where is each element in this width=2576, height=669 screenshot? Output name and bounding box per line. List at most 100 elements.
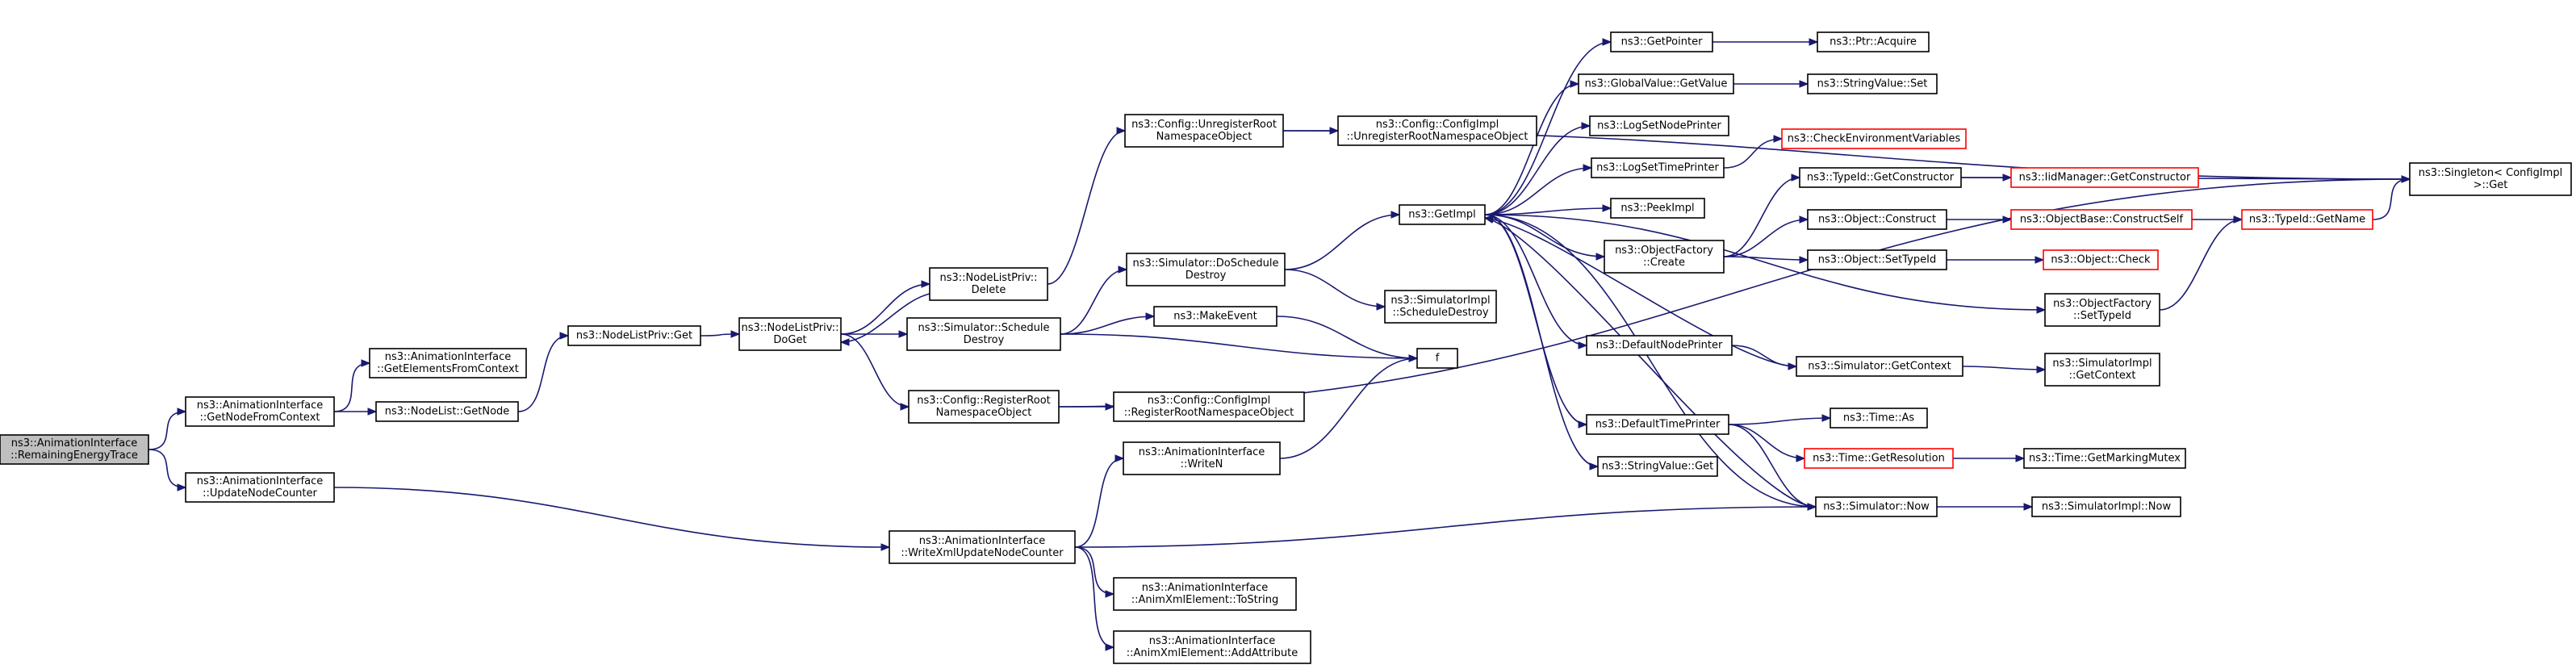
node-string-value-get[interactable]: ns3::StringValue::Get [1597,456,1718,477]
arrowhead-object-factory-create-to-object-set-type-id [1799,256,1809,264]
node-label: ns3::LogSetNodePrinter [1597,120,1721,132]
call-edges [148,38,2411,651]
node-check-env-vars[interactable]: ns3::CheckEnvironmentVariables [1781,128,1967,149]
node-label: ns3::SimulatorImpl [1390,295,1490,307]
node-config-impl-register[interactable]: ns3::Config::ConfigImpl::RegisterRootNam… [1113,391,1305,422]
node-time-get-resolution[interactable]: ns3::Time::GetResolution [1804,448,1954,469]
node-singleton-get[interactable]: ns3::Singleton< ConfigImpl >::Get [2409,162,2572,196]
edge-write-xml-update-node-counter-to-anim-xml-add-attribute [1074,546,1114,648]
node-default-time-printer[interactable]: ns3::DefaultTimePrinter [1586,414,1729,435]
node-box [1123,441,1281,475]
arrowhead-root-to-update-node-counter [177,483,187,491]
node-get-elements-from-context[interactable]: ns3::AnimationInterface::GetElementsFrom… [369,348,527,378]
edge-node-list-priv-do-get-to-node-list-priv-delete [840,283,930,335]
node-label: ns3::GetPointer [1621,36,1703,48]
node-anim-xml-to-string[interactable]: ns3::AnimationInterface::AnimXmlElement:… [1113,577,1297,611]
node-peek-impl[interactable]: ns3::PeekImpl [1610,198,1705,219]
arrowhead-node-list-get-node-to-node-list-priv-get [559,332,570,340]
edge-sim-schedule-destroy-to-f [1060,333,1418,359]
node-box [2010,209,2193,230]
node-label: ns3::DefaultNodePrinter [1596,340,1723,352]
node-label: ::ScheduleDestroy [1392,307,1488,319]
node-write-xml-update-node-counter[interactable]: ns3::AnimationInterface::WriteXmlUpdateN… [889,530,1076,564]
node-label: ns3::NodeListPriv::Get [576,330,692,342]
node-object-factory-create[interactable]: ns3::ObjectFactory::Create [1604,240,1725,274]
node-box [1589,115,1729,136]
node-config-unregister-root[interactable]: ns3::Config::UnregisterRootNamespaceObje… [1124,114,1284,148]
node-simulator-get-context[interactable]: ns3::Simulator::GetContext [1796,356,1963,377]
arrowhead-sim-do-schedule-destroy-to-sim-impl-schedule-destroy [1376,303,1386,311]
node-time-as[interactable]: ns3::Time::As [1830,408,1928,429]
arrowhead-sim-schedule-destroy-to-make-event [1145,312,1156,320]
node-default-node-printer[interactable]: ns3::DefaultNodePrinter [1586,335,1733,356]
node-box [1799,167,1962,188]
node-label: Destroy [1186,270,1227,282]
arrowhead-get-impl-to-object-factory-set-type-id [2036,306,2047,314]
node-config-register-root[interactable]: ns3::Config::RegisterRootNamespaceObject [908,390,1060,424]
node-label: ns3::ObjectFactory [1615,245,1713,257]
node-get-node-from-context[interactable]: ns3::AnimationInterface::GetNodeFromCont… [185,396,335,427]
node-object-base-construct-self[interactable]: ns3::ObjectBase::ConstructSelf [2010,209,2193,230]
node-label: NamespaceObject [1156,131,1252,143]
node-iid-manager-get-constructor[interactable]: ns3::IidManager::GetConstructor [2010,167,2199,188]
arrowhead-write-xml-update-node-counter-to-anim-xml-to-string [1105,590,1115,598]
node-write-n[interactable]: ns3::AnimationInterface::WriteN [1123,441,1281,475]
node-type-id-get-name[interactable]: ns3::TypeId::GetName [2241,209,2373,230]
node-box [2044,293,2160,327]
node-object-construct[interactable]: ns3::Object::Construct [1807,209,1947,230]
edge-node-list-priv-delete-to-node-list-priv-do-get [840,293,930,343]
arrowhead-write-xml-update-node-counter-to-anim-xml-add-attribute [1105,643,1115,651]
node-time-get-marking-mutex[interactable]: ns3::Time::GetMarkingMutex [2023,448,2186,469]
node-sim-impl-now[interactable]: ns3::SimulatorImpl::Now [2031,496,2181,517]
node-box [369,348,527,378]
node-simulator-now[interactable]: ns3::Simulator::Now [1815,496,1938,517]
node-label: ::AnimXmlElement::ToString [1131,594,1278,606]
edge-get-impl-to-object-factory-set-type-id [1484,214,2046,311]
node-log-set-time-printer[interactable]: ns3::LogSetTimePrinter [1591,157,1725,178]
node-sim-schedule-destroy[interactable]: ns3::Simulator::ScheduleDestroy [906,317,1061,351]
edge-simulator-get-context-to-sim-impl-get-context [1962,366,2046,370]
node-object-check[interactable]: ns3::Object::Check [2043,249,2159,270]
node-config-impl-unregister[interactable]: ns3::Config::ConfigImpl::UnregisterRootN… [1337,115,1537,146]
arrowhead-simulator-now-to-get-impl [1483,215,1495,224]
edge-object-factory-create-to-type-id-get-constructor [1723,177,1800,257]
node-sim-impl-get-context[interactable]: ns3::SimulatorImpl::GetContext [2044,353,2160,387]
node-node-list-priv-do-get[interactable]: ns3::NodeListPriv::DoGet [738,317,842,351]
node-make-event[interactable]: ns3::MakeEvent [1153,306,1278,327]
node-string-value-set[interactable]: ns3::StringValue::Set [1807,73,1938,94]
node-box [1807,209,1947,230]
node-node-list-priv-delete[interactable]: ns3::NodeListPriv::Delete [929,267,1048,301]
node-global-value-get-value[interactable]: ns3::GlobalValue::GetValue [1578,73,1734,94]
node-label: ns3::NodeList::GetNode [385,406,510,418]
node-node-list-priv-get[interactable]: ns3::NodeListPriv::Get [567,325,701,346]
arrowhead-get-impl-to-log-set-node-printer [1581,122,1591,130]
node-ptr-acquire[interactable]: ns3::Ptr::Acquire [1817,31,1930,52]
node-root[interactable]: ns3::AnimationInterface::RemainingEnergy… [0,434,149,465]
node-box [375,401,519,422]
node-node-list-get-node[interactable]: ns3::NodeList::GetNode [375,401,519,422]
node-anim-xml-add-attribute[interactable]: ns3::AnimationInterface::AnimXmlElement:… [1113,630,1311,664]
node-box [1610,198,1705,219]
node-object-factory-set-type-id[interactable]: ns3::ObjectFactory::SetTypeId [2044,293,2160,327]
node-type-id-get-constructor[interactable]: ns3::TypeId::GetConstructor [1799,167,1962,188]
node-object-set-type-id[interactable]: ns3::Object::SetTypeId [1807,249,1947,270]
node-f[interactable]: f [1416,348,1458,369]
edge-get-impl-to-log-set-node-printer [1484,125,1591,215]
node-get-pointer[interactable]: ns3::GetPointer [1610,31,1713,52]
node-update-node-counter[interactable]: ns3::AnimationInterface::UpdateNodeCount… [185,472,335,503]
node-label: >::Get [2474,179,2508,191]
node-label: ns3::ObjectFactory [2053,298,2152,310]
node-label: ns3::PeekImpl [1620,203,1694,215]
node-get-impl[interactable]: ns3::GetImpl [1399,204,1486,225]
edge-sim-do-schedule-destroy-to-sim-impl-schedule-destroy [1284,269,1386,307]
node-box [1807,73,1938,94]
node-label: ns3::Object::Check [2051,254,2151,266]
node-label: ns3::AnimationInterface [1142,582,1269,594]
edge-simulator-now-to-get-impl [1484,217,1817,508]
arrowhead-node-list-priv-get-to-node-list-priv-do-get [730,330,741,338]
node-sim-impl-schedule-destroy[interactable]: ns3::SimulatorImpl::ScheduleDestroy [1384,290,1497,324]
node-log-set-node-printer[interactable]: ns3::LogSetNodePrinter [1589,115,1729,136]
node-label: ns3::Simulator::Schedule [918,322,1049,334]
edge-get-node-from-context-to-get-elements-from-context [333,362,370,412]
